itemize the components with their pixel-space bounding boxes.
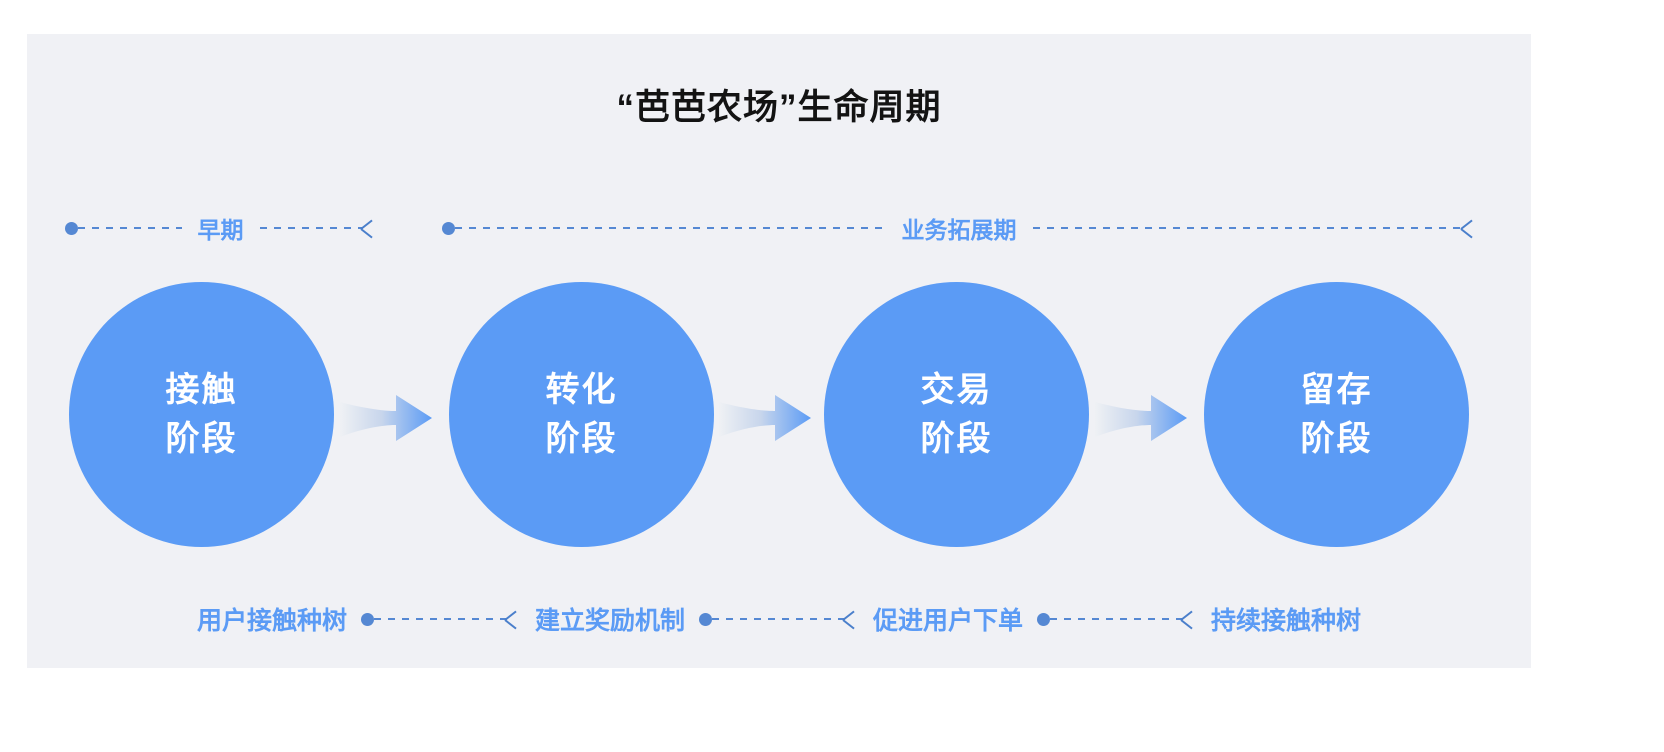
phase-business-expansion: 业务拓展期 bbox=[442, 198, 1477, 258]
phase-dashed-line-left bbox=[78, 227, 182, 229]
phase-dashed-line-left bbox=[455, 227, 886, 229]
flow-connector-1 bbox=[347, 611, 535, 627]
stage-label-line2: 阶段 bbox=[165, 419, 238, 458]
flow-dot-icon bbox=[1037, 612, 1051, 626]
phase-label-early: 早期 bbox=[197, 217, 244, 243]
phase-timeline: 早期 业务拓展期 bbox=[27, 198, 1531, 258]
stage-label-line2: 阶段 bbox=[545, 419, 618, 458]
flow-dot-icon bbox=[699, 612, 712, 626]
stage-label-line1: 交易 bbox=[920, 371, 993, 410]
stage-circle-transaction[interactable]: 交易 阶段 bbox=[824, 282, 1089, 547]
flow-dashed-line bbox=[1050, 618, 1184, 620]
flow-arrowhead-icon bbox=[843, 611, 859, 627]
chevron-right-icon bbox=[719, 395, 811, 441]
flow-step-label-3: 促进用户下单 bbox=[873, 607, 1024, 635]
stage-label-line1: 留存 bbox=[1300, 371, 1373, 410]
phase-dashed-line-right bbox=[259, 227, 363, 229]
chevron-right-icon bbox=[1095, 395, 1187, 441]
flow-connector-3 bbox=[1023, 611, 1211, 627]
stage-label-line2: 阶段 bbox=[1300, 419, 1373, 458]
phase-start-dot-icon bbox=[65, 221, 78, 235]
flow-step-label-4: 持续接触种树 bbox=[1211, 607, 1362, 635]
stage-label-line1: 转化 bbox=[545, 371, 618, 410]
stage-label-line1: 接触 bbox=[165, 371, 238, 410]
flow-steps-row: 用户接触种树 建立奖励机制 促进用户下单 持续接触种树 bbox=[27, 589, 1531, 649]
flow-dot-icon bbox=[360, 612, 374, 626]
phase-arrowhead-icon bbox=[361, 220, 377, 236]
phase-start-dot-icon bbox=[442, 221, 455, 235]
phase-dashed-line-right bbox=[1032, 227, 1463, 229]
phase-early: 早期 bbox=[65, 198, 377, 258]
flow-step-label-2: 建立奖励机制 bbox=[534, 607, 685, 635]
chevron-right-icon bbox=[340, 395, 432, 441]
flow-arrowhead-icon bbox=[505, 611, 521, 627]
stage-label-line2: 阶段 bbox=[920, 419, 993, 458]
diagram-panel: “芭芭农场”生命周期 早期 业务拓展期 接触 阶段 bbox=[27, 34, 1531, 668]
phase-label-business-expansion: 业务拓展期 bbox=[901, 217, 1017, 243]
stage-circle-conversion[interactable]: 转化 阶段 bbox=[449, 282, 714, 547]
page-title: “芭芭农场”生命周期 bbox=[616, 88, 942, 127]
stage-circle-contact[interactable]: 接触 阶段 bbox=[69, 282, 334, 547]
flow-connector-2 bbox=[685, 611, 873, 627]
flow-dashed-line bbox=[712, 618, 845, 620]
flow-step-label-1: 用户接触种树 bbox=[196, 607, 347, 635]
flow-dashed-line bbox=[373, 618, 507, 620]
flow-arrowhead-icon bbox=[1181, 611, 1197, 627]
phase-arrowhead-icon bbox=[1461, 220, 1477, 236]
stage-circle-retention[interactable]: 留存 阶段 bbox=[1204, 282, 1469, 547]
